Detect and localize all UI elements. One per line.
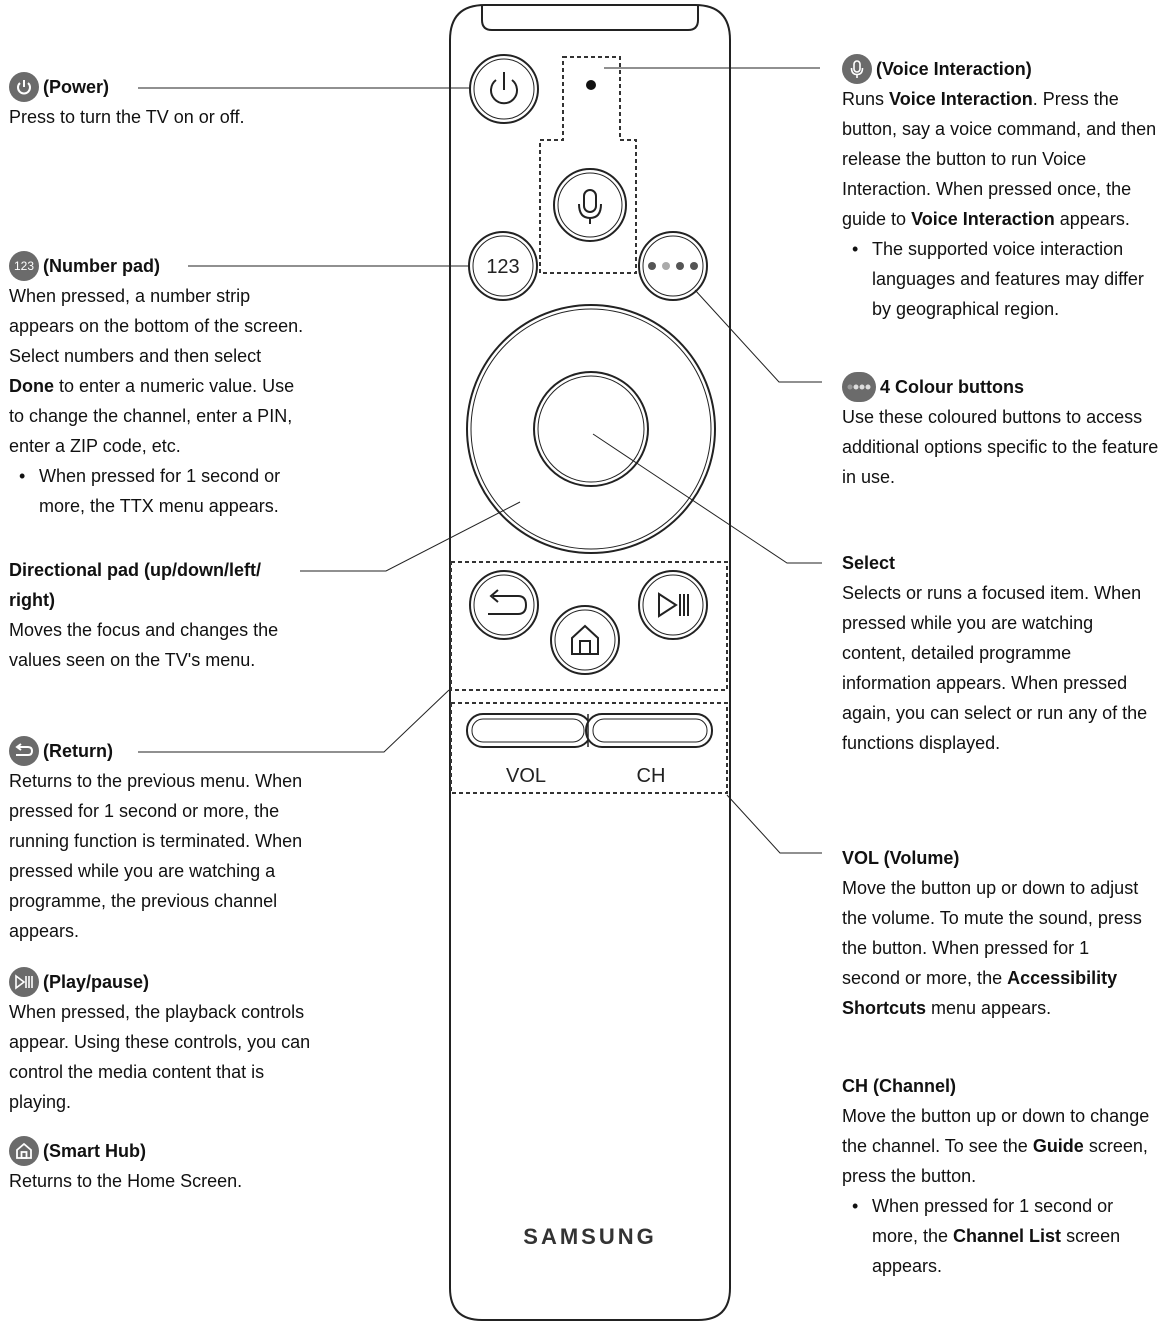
return-description: (Return) Returns to the previous menu. W… [9,736,325,946]
return-text: Returns to the previous menu. When press… [9,771,303,941]
colour-dots-icon [648,262,698,270]
number-pad-title: (Number pad) [43,256,160,276]
control-buttons-region [450,561,728,691]
number-pad-bullet: When pressed for 1 second or more, the T… [19,461,307,521]
play-pause-icon [658,592,689,618]
select-button[interactable] [533,371,649,487]
volume-description: VOL (Volume) Move the button up or down … [842,843,1152,1023]
number-pad-button[interactable]: 123 [468,231,538,301]
select-description: Select Selects or runs a focused item. W… [842,548,1152,758]
vol-label: VOL [506,765,546,787]
leader-colour [694,289,822,383]
channel-rocker[interactable] [585,713,713,748]
smart-hub-description: (Smart Hub) Returns to the Home Screen. [9,1136,325,1196]
play-pause-title: (Play/pause) [43,972,150,992]
number-pad-label: 123 [486,256,519,278]
return-icon [9,736,39,766]
power-button[interactable] [469,54,539,124]
leader-select [592,433,822,564]
volume-text: Move the button up or down to adjust the… [842,878,1142,1018]
dpad-description: Directional pad (up/down/left/ right) Mo… [9,555,309,675]
power-description: (Power) Press to turn the TV on or off. [9,72,329,132]
voice-text: Runs Voice Interaction. Press the button… [842,89,1157,229]
leader-volume [726,794,822,854]
channel-text: Move the button up or down to change the… [842,1106,1150,1186]
channel-title: CH (Channel) [842,1076,956,1096]
voice-button-region [539,56,637,274]
voice-bullet: The supported voice interaction language… [852,234,1159,324]
leader-lines [138,67,822,854]
leader-return [138,689,450,753]
ch-label: CH [637,765,666,787]
select-title: Select [842,553,896,573]
power-text: Press to turn the TV on or off. [9,107,245,127]
play-pause-button[interactable] [638,570,708,640]
dpad-text: Moves the focus and changes the values s… [9,620,279,670]
return-button[interactable] [469,570,539,640]
home-icon [9,1136,39,1166]
power-icon [9,72,39,102]
colour-dots-icon [842,372,876,402]
power-title: (Power) [43,77,110,97]
select-text: Selects or runs a focused item. When pre… [842,583,1148,753]
channel-description: CH (Channel) Move the button up or down … [842,1071,1152,1281]
voice-button[interactable] [553,168,627,242]
select-button-inner-ring [537,375,645,483]
power-icon [490,79,518,105]
play-pause-icon [9,967,39,997]
play-pause-text: When pressed, the playback controls appe… [9,1002,311,1112]
number-pad-text: When pressed, a number strip appears on … [9,286,304,456]
number-pad-description: 123 (Number pad) When pressed, a number … [9,251,307,521]
directional-pad-inner-ring [470,308,712,550]
play-pause-description: (Play/pause) When pressed, the playback … [9,967,325,1117]
return-title: (Return) [43,741,113,761]
microphone-icon [578,189,602,224]
colour-buttons-description: 4 Colour buttons Use these coloured butt… [842,372,1159,492]
colour-button[interactable] [638,231,708,301]
remote-top-notch [481,5,699,31]
volume-rocker[interactable] [466,713,592,748]
colour-buttons-text: Use these coloured buttons to access add… [842,407,1159,487]
dpad-title: Directional pad (up/down/left/ right) [9,560,261,610]
smart-hub-title: (Smart Hub) [43,1141,146,1161]
smart-hub-text: Returns to the Home Screen. [9,1171,243,1191]
number-pad-icon: 123 [9,251,39,281]
leader-dpad [300,501,521,572]
microphone-hole [586,80,596,90]
smart-hub-button[interactable] [550,605,620,675]
voice-description: (Voice Interaction) Runs Voice Interacti… [842,54,1159,324]
volume-title: VOL (Volume) [842,848,960,868]
volume-channel-region [450,702,728,794]
colour-buttons-title: 4 Colour buttons [880,377,1024,397]
home-icon [571,624,599,655]
voice-title: (Voice Interaction) [876,59,1032,79]
channel-bullet: When pressed for 1 second or more, the C… [852,1191,1152,1281]
return-icon [488,589,528,615]
brand-logo: SAMSUNG [523,1224,656,1249]
microphone-icon [842,54,872,84]
